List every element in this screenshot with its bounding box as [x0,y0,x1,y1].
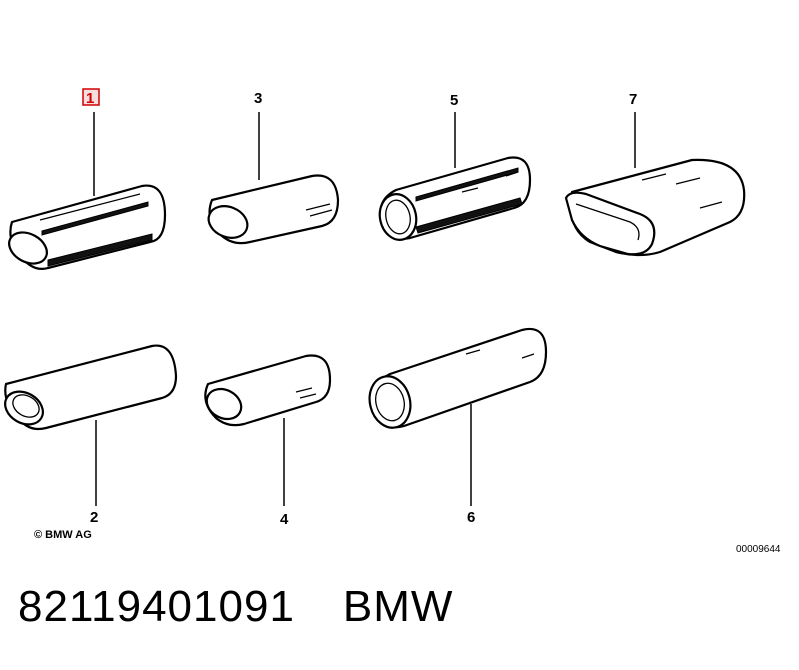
callout-2[interactable]: 2 [90,509,98,526]
callout-4[interactable]: 4 [280,511,289,528]
copyright-label: © BMW AG [34,529,92,541]
callout-3[interactable]: 3 [254,90,262,107]
callout-1[interactable]: 1 [86,90,94,107]
callout-5[interactable]: 5 [450,92,458,109]
callout-6[interactable]: 6 [467,509,475,526]
part-number: 82119401091 [18,582,295,631]
part-5-exhaust-tip[interactable] [376,112,532,243]
brand-name: BMW [342,582,454,631]
callout-7[interactable]: 7 [629,91,637,108]
part-6-exhaust-tip[interactable] [364,327,548,506]
part-4-exhaust-tip[interactable] [202,354,332,507]
part-1-exhaust-tip[interactable] [4,112,167,270]
callout-1-highlight-box [82,88,100,106]
diagram-ref-code: 00009644 [736,544,781,555]
exhaust-tips-diagram: 1 2 3 4 5 6 7 © BMW AG 00009644 [0,88,781,555]
part-3-exhaust-tip[interactable] [204,112,340,245]
part-2-exhaust-tip[interactable] [0,344,178,506]
part-number-line: 82119401091 BMW [18,582,453,632]
part-7-exhaust-tip[interactable] [564,112,746,257]
